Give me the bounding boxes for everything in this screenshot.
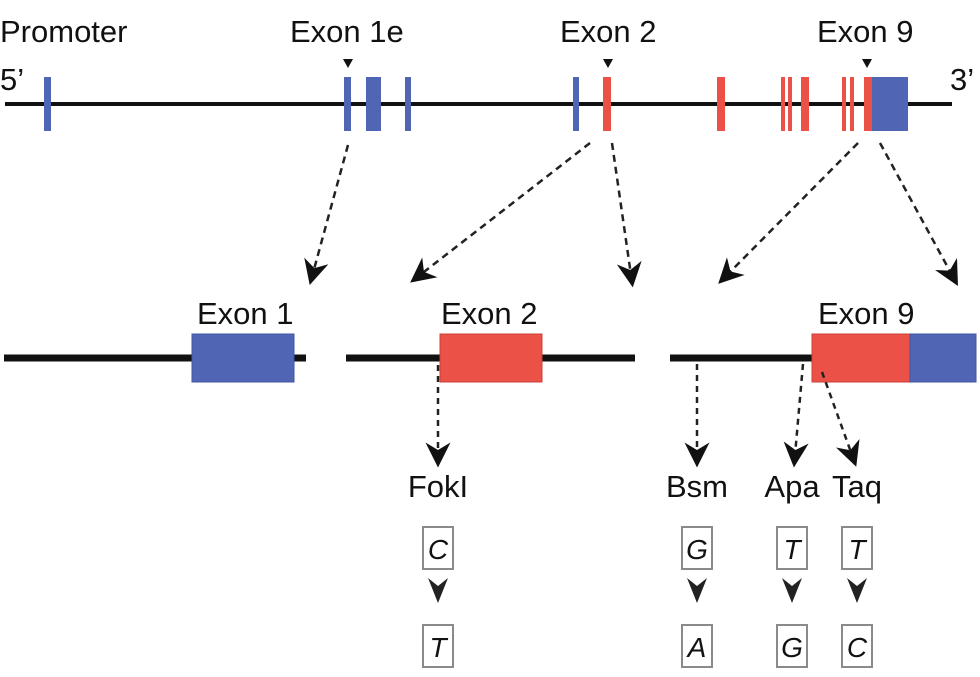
arrow-apa	[783, 363, 809, 468]
arrow-exon1	[304, 144, 350, 286]
snp-name: Bsm	[666, 469, 728, 504]
top-exon9-label: Exon 9	[817, 14, 914, 49]
arrow-exon2-left	[410, 142, 591, 283]
top-exons	[44, 77, 908, 131]
snp-foki: FokI C T	[408, 469, 468, 668]
top-exon2-label: Exon 2	[560, 14, 657, 49]
allele-from: G	[686, 534, 708, 565]
chevron-down-icon	[782, 578, 802, 603]
exon-bar	[788, 77, 792, 131]
snp-name: FokI	[408, 469, 468, 504]
exon-bar	[573, 77, 579, 131]
exon2-marker-icon	[603, 59, 613, 68]
exon-bar	[842, 77, 846, 131]
exon2-box	[439, 333, 543, 383]
allele-from-box	[422, 526, 454, 570]
arrow-exon9-left	[718, 142, 859, 284]
exon1e-marker-icon	[343, 59, 353, 68]
bottom-exon2-label: Exon 2	[441, 296, 538, 331]
exon9-coding-box	[811, 333, 911, 383]
bottom-exon1-label: Exon 1	[197, 296, 294, 331]
snp-name: Taq	[832, 469, 882, 504]
exon-bar	[781, 77, 785, 131]
allele-to-box	[681, 624, 713, 668]
allele-to: C	[847, 632, 868, 663]
exon9-noncoding-box	[909, 333, 977, 383]
exon-bar	[872, 77, 908, 131]
exon-bar	[405, 77, 411, 131]
three-prime-label: 3’	[950, 62, 974, 97]
allele-from: T	[848, 534, 867, 565]
snp-apa: Apa T G	[764, 469, 820, 668]
allele-to: G	[781, 632, 803, 663]
top-exon1e-label: Exon 1e	[290, 14, 404, 49]
allele-from-box	[776, 526, 808, 570]
chevron-down-icon	[847, 578, 867, 603]
five-prime-label: 5’	[0, 62, 24, 97]
exon-bar	[864, 77, 872, 131]
exon1-box	[191, 333, 295, 383]
exon-bar	[44, 77, 51, 131]
snp-arrows	[425, 363, 860, 468]
allele-to-box	[776, 624, 808, 668]
exon-bar	[603, 77, 611, 131]
snp-name: Apa	[764, 469, 820, 504]
exon-bar	[850, 77, 854, 131]
allele-to: A	[686, 632, 707, 663]
snp-bsm: Bsm G A	[666, 469, 728, 668]
allele-to-box	[841, 624, 873, 668]
arrow-exon2-right	[610, 142, 642, 288]
promoter-label: Promoter	[0, 14, 127, 49]
exon9-marker-icon	[862, 59, 872, 68]
exon-bar	[344, 77, 351, 131]
allele-to: T	[429, 632, 448, 663]
projection-arrows	[304, 142, 958, 288]
arrow-exon9-right	[878, 142, 958, 286]
arrow-taq	[820, 371, 860, 467]
exon-bar	[717, 77, 725, 131]
bottom-exon9-label: Exon 9	[818, 296, 915, 331]
exon-bar	[801, 77, 809, 131]
allele-from-box	[681, 526, 713, 570]
exon-bar	[366, 77, 381, 131]
chevron-down-icon	[687, 578, 707, 603]
allele-from: C	[428, 534, 449, 565]
chevron-down-icon	[428, 578, 448, 603]
allele-to-box	[422, 624, 454, 668]
allele-from: T	[783, 534, 802, 565]
snp-taq: Taq T C	[832, 469, 882, 668]
allele-from-box	[841, 526, 873, 570]
